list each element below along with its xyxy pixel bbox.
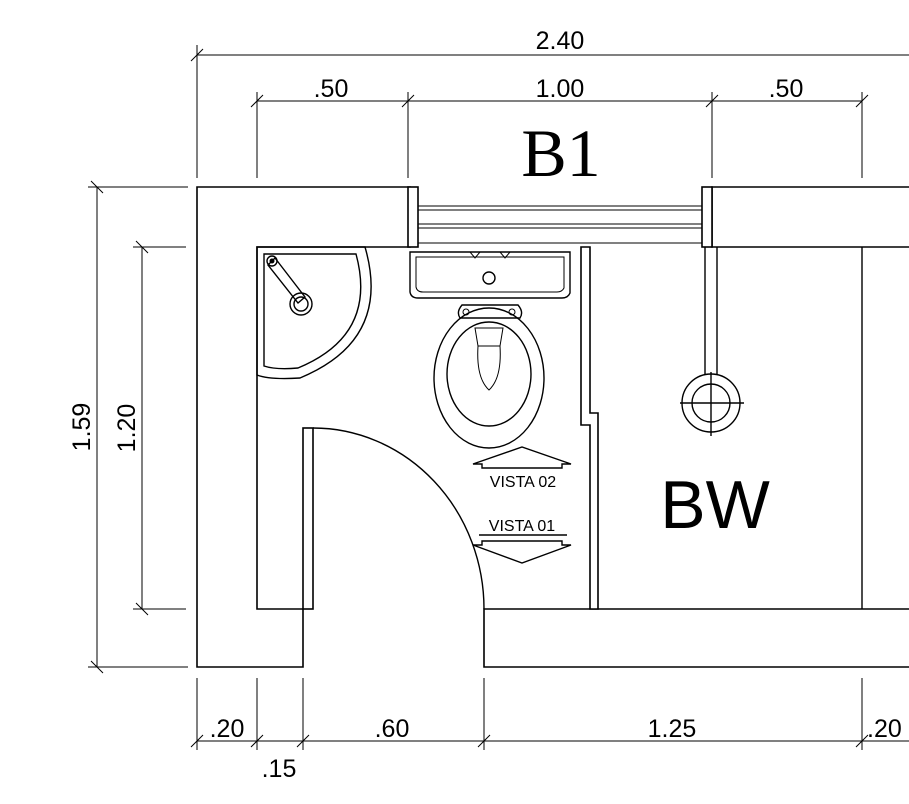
tick <box>135 240 149 254</box>
drain-center <box>293 296 309 312</box>
outer-wall-bottom <box>483 608 909 668</box>
dim-top-total: 2.40 <box>536 27 585 55</box>
window-jamb-right <box>701 186 713 248</box>
vista-02-label: VISTA 02 <box>490 474 557 491</box>
vista-01-label: VISTA 01 <box>489 518 556 535</box>
dim-left-inner: 1.20 <box>113 404 141 453</box>
window-jamb-left <box>407 186 419 248</box>
dim-top-right: .50 <box>769 75 804 103</box>
toilet-bowl-inner <box>446 321 532 427</box>
toilet-seat-back <box>457 304 523 319</box>
tick <box>190 48 204 62</box>
room-label-b1: B1 <box>521 115 600 191</box>
toilet-bowl-outer <box>433 307 545 449</box>
drain-icon <box>289 292 313 316</box>
tick <box>477 734 491 748</box>
door-leaf <box>302 427 314 610</box>
window <box>407 186 713 248</box>
faucet-base <box>266 255 278 267</box>
faucet-dot <box>269 258 275 264</box>
bottom-dimensions: .20 .60 1.25 .20 .15 <box>190 678 909 783</box>
flush-button-icon <box>482 271 496 285</box>
partition <box>580 246 599 610</box>
sink-outer <box>256 246 372 380</box>
dim-bottom-center: 1.25 <box>648 715 697 743</box>
tick <box>90 660 104 674</box>
tick <box>855 734 869 748</box>
toilet-tank-inner <box>415 256 565 293</box>
outer-wall-top-right <box>711 186 909 248</box>
toilet-tank <box>409 251 571 299</box>
vista-02-arrow-icon <box>472 446 572 469</box>
door <box>302 427 485 610</box>
faucet-icon <box>267 256 306 305</box>
corner-sink <box>256 246 372 380</box>
dim-left-outer: 1.59 <box>68 403 96 452</box>
tick <box>90 180 104 194</box>
tick <box>401 94 415 108</box>
sink-inner <box>263 253 362 370</box>
tick <box>855 94 869 108</box>
tick <box>705 94 719 108</box>
partition-wall <box>580 246 599 610</box>
dim-bottom-door: .60 <box>375 715 410 743</box>
vista-02-marker: VISTA 02 <box>472 446 572 491</box>
dim-bottom-wall-right: .20 <box>867 715 902 743</box>
door-swing-arc <box>312 427 485 610</box>
walls <box>196 186 909 668</box>
vista-01-arrow-icon <box>472 540 572 564</box>
vista-01-marker: VISTA 01 <box>472 518 572 564</box>
tick <box>250 734 264 748</box>
tick <box>250 94 264 108</box>
dim-bottom-wall-left: .20 <box>210 715 245 743</box>
dim-top-left: .50 <box>314 75 349 103</box>
tick <box>135 602 149 616</box>
dim-top-center: 1.00 <box>536 75 585 103</box>
room-label-bw: BW <box>660 467 770 543</box>
shower <box>680 247 744 436</box>
toilet <box>376 246 571 449</box>
top-dimensions: 2.40 .50 1.00 .50 <box>190 27 909 178</box>
left-dimensions: 1.59 1.20 <box>68 180 188 674</box>
toilet-trap <box>474 327 504 391</box>
tick <box>296 734 310 748</box>
tank-notch <box>469 251 511 259</box>
tick <box>190 734 204 748</box>
dim-bottom-jamb: .15 <box>262 755 297 783</box>
